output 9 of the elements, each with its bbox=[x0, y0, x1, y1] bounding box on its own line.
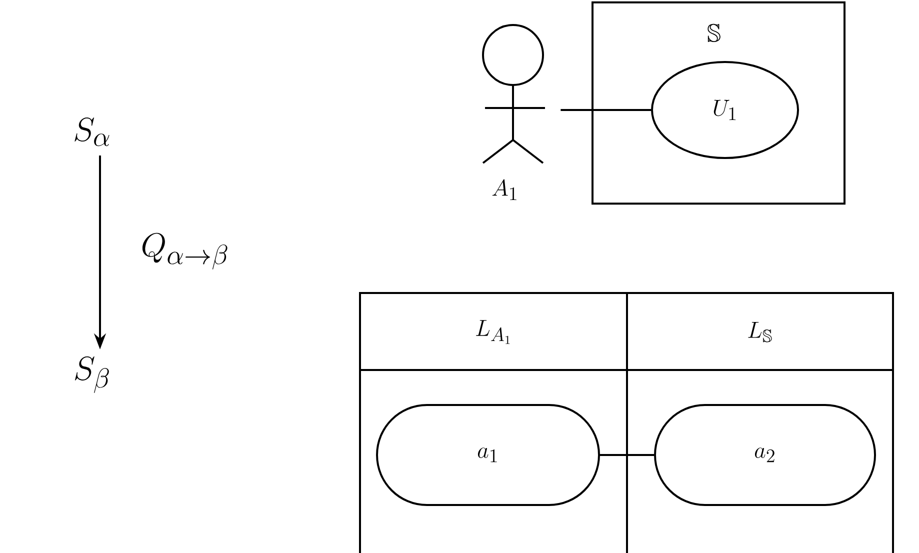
person-figure bbox=[482, 24, 545, 164]
activity-box: $a_{2}$ bbox=[654, 404, 876, 506]
formula-label: $S_{\alpha}$ bbox=[74, 118, 110, 146]
formula-label: $S_{\beta}$ bbox=[74, 356, 109, 393]
actor-label: $A_{1}$ bbox=[492, 179, 516, 200]
edge-label: $Q_{\alpha\to\beta}$ bbox=[142, 232, 228, 270]
activity-box: $a_{1}$ bbox=[376, 404, 600, 506]
association-line bbox=[600, 454, 654, 456]
association-line bbox=[560, 109, 652, 111]
